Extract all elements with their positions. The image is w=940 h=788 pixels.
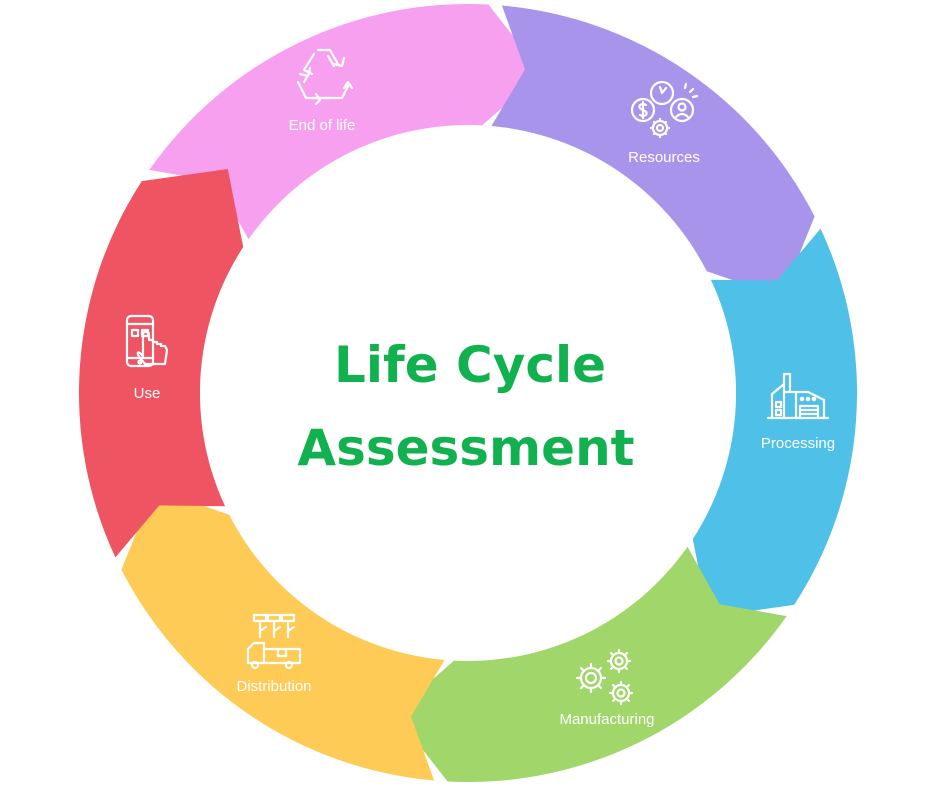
center-title-line1: Life Cycle	[334, 336, 606, 394]
resources-icon	[630, 80, 699, 139]
segment-processing	[491, 5, 815, 297]
recycle-icon	[296, 48, 354, 106]
stage-label-use: Use	[134, 385, 161, 402]
segment-use	[121, 489, 445, 781]
stage-label-distribution: Distribution	[236, 678, 311, 695]
stage-label-resources: Resources	[628, 149, 700, 166]
gears-icon	[575, 648, 634, 706]
stage-label-processing: Processing	[761, 435, 835, 452]
delivery-truck-icon	[246, 613, 302, 670]
segment-manufacturing	[692, 228, 858, 617]
stage-label-manufacturing: Manufacturing	[559, 711, 654, 728]
phone-touch-icon	[125, 314, 169, 368]
cycle-ring	[78, 3, 858, 783]
factory-icon	[766, 372, 830, 420]
stage-label-end-of-life: End of life	[289, 117, 356, 134]
segment-resources	[149, 3, 542, 240]
center-title-line2: Assessment	[297, 419, 634, 477]
